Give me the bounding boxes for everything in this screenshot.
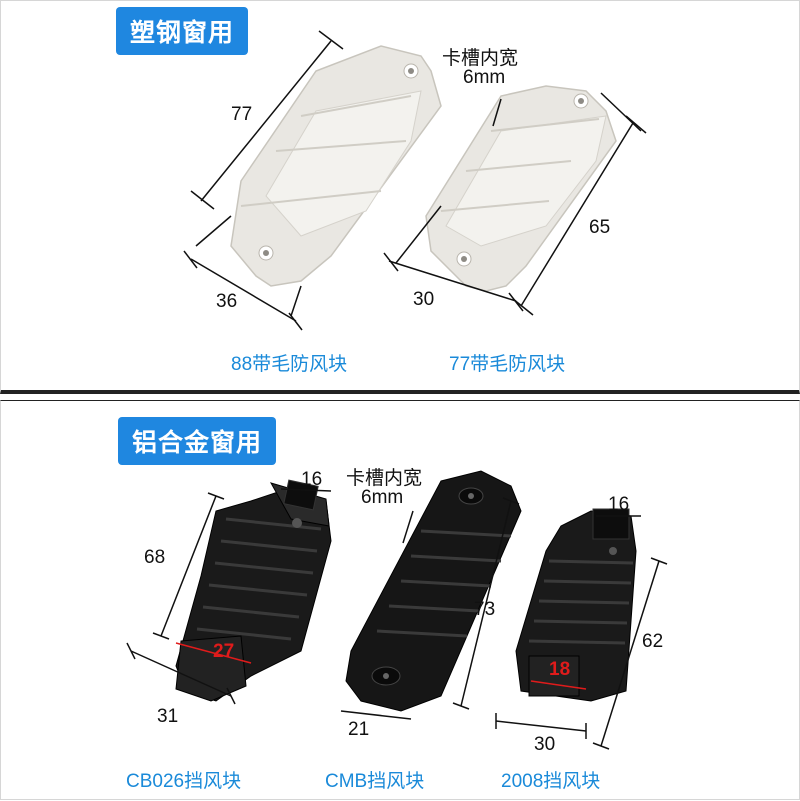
product-88-caption: 88带毛防风块 <box>231 354 348 375</box>
product-cmb-caption: CMB挡风块 <box>325 771 425 792</box>
product-cmb-width-label: 21 <box>348 719 370 740</box>
product-2008-width-label: 30 <box>534 734 556 755</box>
product-2008-slot-label: 16 <box>608 494 630 515</box>
product-2008-length-label: 62 <box>642 631 664 652</box>
product-cb026-inner-label: 27 <box>213 641 235 662</box>
product-88-dimension-lines <box>183 30 344 331</box>
product-77-caption: 77带毛防风块 <box>449 354 566 375</box>
slot-width-callout-value-aluminum: 6mm <box>361 487 404 508</box>
product-88-length-label: 77 <box>231 104 253 125</box>
plastic-blocks-illustration <box>183 30 647 331</box>
product-cb026-dimension-lines <box>126 488 332 705</box>
product-2008-caption: 2008挡风块 <box>501 771 601 792</box>
product-cmb-dimension-lines <box>340 497 520 720</box>
plastic-steel-window-section: 塑钢窗用 <box>0 0 800 394</box>
product-2008-dimension-lines <box>495 515 668 750</box>
product-cb026-length-label: 68 <box>144 547 166 568</box>
product-2008-block-image <box>515 508 637 702</box>
product-77-width-label: 30 <box>413 289 435 310</box>
slot-width-callout-title-aluminum: 卡槽内宽 <box>346 468 423 489</box>
aluminum-window-section: 铝合金窗用 <box>0 400 800 800</box>
product-cb026-block-image <box>175 479 332 702</box>
product-77-block-image <box>425 85 617 292</box>
slot-width-callout-title: 卡槽内宽 <box>442 48 519 69</box>
product-88-width-label: 36 <box>216 291 238 312</box>
aluminum-blocks-illustration <box>126 470 668 750</box>
product-2008-inner-dimension-lines <box>530 680 587 690</box>
product-cb026-slot-label: 16 <box>301 469 323 490</box>
product-cb026-width-label: 31 <box>157 706 179 727</box>
product-77-dimension-lines <box>383 92 647 316</box>
product-88-block-image <box>230 45 442 287</box>
slot-width-callout-value: 6mm <box>463 67 506 88</box>
section-tag-aluminum: 铝合金窗用 <box>118 417 277 465</box>
product-77-length-label: 65 <box>589 217 611 238</box>
section-tag-plastic-steel: 塑钢窗用 <box>116 7 249 55</box>
product-cmb-block-image <box>345 470 522 712</box>
product-cb026-caption: CB026挡风块 <box>126 771 242 792</box>
product-cb026-inner-dimension-lines <box>175 642 252 664</box>
product-cmb-length-label: 73 <box>474 599 496 620</box>
product-2008-inner-label: 18 <box>549 659 571 680</box>
